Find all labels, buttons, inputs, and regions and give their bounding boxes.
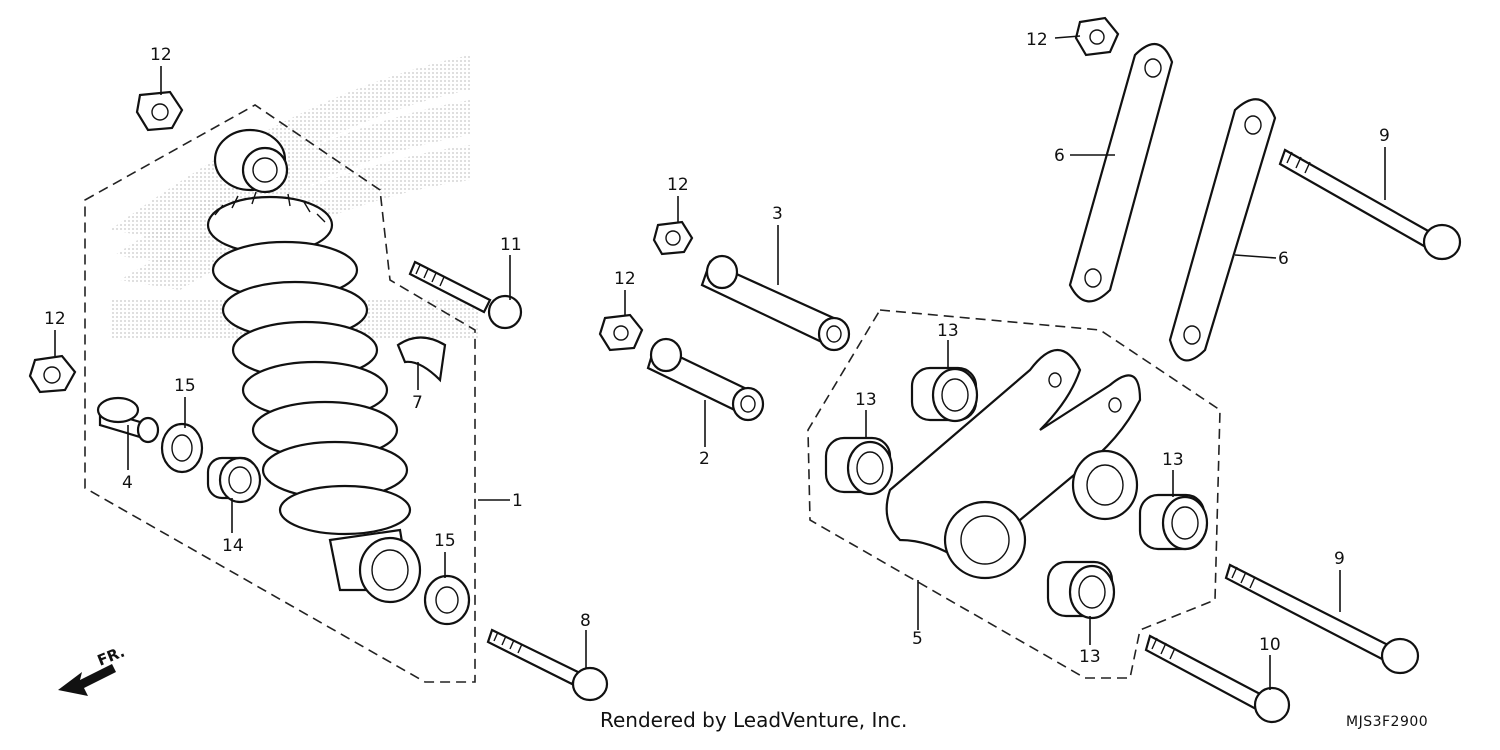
callout-2: 2 <box>699 449 710 469</box>
callout-1: 1 <box>512 491 523 511</box>
callout-13-d: 13 <box>1079 647 1101 667</box>
bearing-14 <box>206 456 262 504</box>
bolt-11 <box>408 260 523 330</box>
nut-12-e <box>1074 16 1120 57</box>
bearing-13-a <box>910 366 979 423</box>
nut-12-d <box>598 313 644 352</box>
link-assembly-group-outline <box>807 309 1221 679</box>
callout-7: 7 <box>412 393 423 413</box>
diagram-code: MJS3F2900 <box>1346 714 1429 730</box>
shock-assembly-group-outline <box>84 104 476 683</box>
collar-4 <box>96 396 160 444</box>
callout-9-b: 9 <box>1334 549 1345 569</box>
front-direction-label: FR. <box>95 643 128 670</box>
bolt-9-lower <box>1224 563 1420 675</box>
callout-15-a: 15 <box>174 376 196 396</box>
callout-12-d: 12 <box>614 269 636 289</box>
link-plate-6-a <box>1068 43 1174 303</box>
callout-6-b: 6 <box>1278 249 1289 269</box>
rubber-cover-7 <box>396 336 447 383</box>
nut-12-c <box>652 220 694 256</box>
bearing-13-c <box>1138 493 1209 551</box>
callout-5: 5 <box>912 629 923 649</box>
callout-12-b: 12 <box>44 309 66 329</box>
callout-13-c: 13 <box>1162 450 1184 470</box>
leader-lines <box>54 35 1386 690</box>
cushion-arm-5 <box>885 349 1142 580</box>
callout-15-b: 15 <box>434 531 456 551</box>
callout-12-e: 12 <box>1026 30 1048 50</box>
link-plate-6-b <box>1168 98 1277 362</box>
rendered-by-credit: Rendered by LeadVenture, Inc. <box>600 708 908 732</box>
callout-13-b: 13 <box>855 390 877 410</box>
bolt-9-upper <box>1278 148 1462 261</box>
bearing-15-lower <box>423 574 471 626</box>
callout-12-a: 12 <box>150 45 172 65</box>
collar-2 <box>646 337 765 422</box>
callout-12-c: 12 <box>667 175 689 195</box>
callout-14: 14 <box>222 536 244 556</box>
callout-13-a: 13 <box>937 321 959 341</box>
callout-9-a: 9 <box>1379 126 1390 146</box>
collar-3 <box>700 254 851 352</box>
callout-8: 8 <box>580 611 591 631</box>
callout-11: 11 <box>500 235 522 255</box>
callout-10: 10 <box>1259 635 1281 655</box>
bearing-15-upper <box>160 422 204 474</box>
bolt-8 <box>486 628 609 702</box>
bearing-13-b <box>824 436 894 496</box>
front-direction-arrow-icon <box>58 664 116 696</box>
nut-12-a <box>135 90 184 132</box>
callout-6-a: 6 <box>1054 146 1065 166</box>
callout-3: 3 <box>772 204 783 224</box>
callout-4: 4 <box>122 473 133 493</box>
nut-12-b <box>28 354 77 394</box>
bearing-13-d <box>1046 560 1116 620</box>
rear-shock-absorber <box>206 128 422 604</box>
bolt-10 <box>1144 634 1291 724</box>
